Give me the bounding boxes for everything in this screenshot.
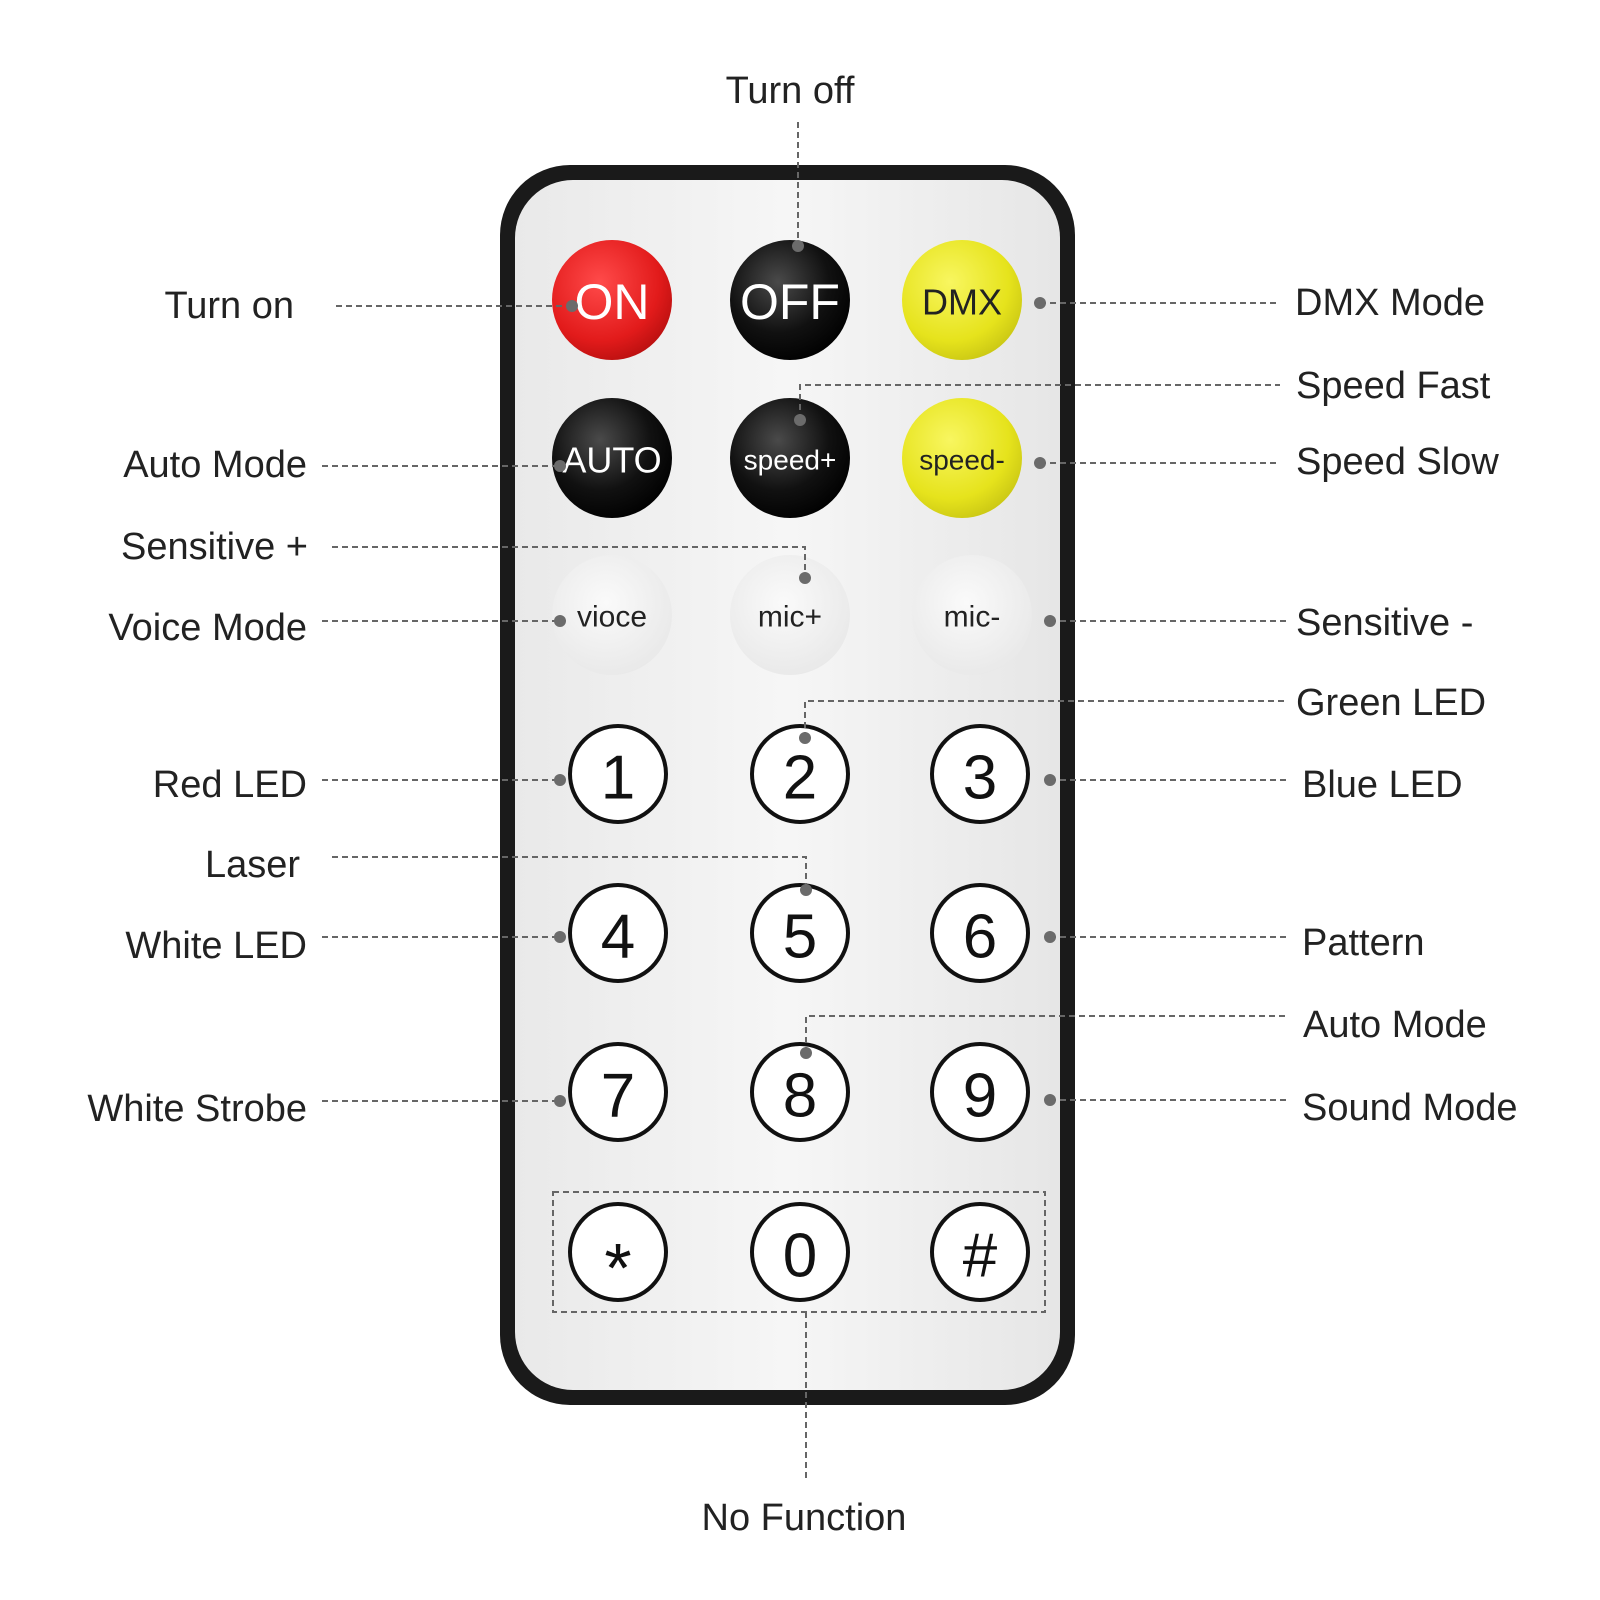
mic-minus-button-label: mic- [944, 601, 1001, 634]
off-button[interactable]: OFF [730, 240, 850, 360]
on-button[interactable]: ON [552, 240, 672, 360]
label-white-led: White LED [125, 925, 307, 967]
label-speed-fast: Speed Fast [1296, 365, 1491, 407]
auto-button[interactable]: AUTO [552, 398, 672, 518]
label-auto-mode-right: Auto Mode [1303, 1004, 1487, 1046]
label-sensitive-plus: Sensitive + [121, 526, 308, 568]
dmx-button-label: DMX [922, 282, 1002, 323]
label-white-strobe: White Strobe [87, 1088, 307, 1130]
voice-button-label: vioce [577, 601, 647, 634]
key-5-label: 5 [783, 903, 817, 972]
key-6-button[interactable]: 6 [930, 883, 1030, 983]
key-8-label: 8 [783, 1062, 817, 1131]
label-pattern: Pattern [1302, 922, 1425, 964]
label-turn-off: Turn off [726, 70, 855, 112]
label-auto-mode-left: Auto Mode [123, 444, 307, 486]
key-4-label: 4 [601, 903, 635, 972]
off-button-label: OFF [740, 274, 840, 330]
key-2-label: 2 [783, 744, 817, 813]
leader-lines [322, 122, 1290, 1478]
no-function-group-box [552, 1191, 1046, 1313]
mic-minus-button[interactable]: mic- [912, 555, 1032, 675]
on-button-label: ON [575, 274, 650, 330]
key-3-button[interactable]: 3 [930, 724, 1030, 824]
label-laser: Laser [205, 844, 300, 886]
speed-plus-button-label: speed+ [744, 445, 837, 476]
speed-plus-button[interactable]: speed+ [730, 398, 850, 518]
label-dmx-mode: DMX Mode [1295, 282, 1485, 324]
key-star-button[interactable]: * [568, 1202, 668, 1307]
key-hash-label: # [963, 1222, 998, 1291]
key-star-label: * [604, 1229, 631, 1307]
label-sound-mode: Sound Mode [1302, 1087, 1518, 1129]
key-6-label: 6 [963, 903, 997, 972]
key-7-label: 7 [601, 1062, 635, 1131]
label-voice-mode: Voice Mode [108, 607, 307, 649]
key-0-button[interactable]: 0 [750, 1202, 850, 1302]
auto-button-label: AUTO [562, 440, 661, 481]
label-speed-slow: Speed Slow [1296, 441, 1499, 483]
label-blue-led: Blue LED [1302, 764, 1463, 806]
label-turn-on: Turn on [164, 285, 294, 327]
mic-plus-button-label: mic+ [758, 601, 822, 634]
key-3-label: 3 [963, 744, 997, 813]
speed-minus-button-label: speed- [919, 445, 1005, 476]
mic-plus-button[interactable]: mic+ [730, 555, 850, 675]
speed-minus-button[interactable]: speed- [902, 398, 1022, 518]
key-7-button[interactable]: 7 [568, 1042, 668, 1142]
label-no-function: No Function [702, 1497, 907, 1539]
key-8-button[interactable]: 8 [750, 1042, 850, 1142]
key-9-button[interactable]: 9 [930, 1042, 1030, 1142]
key-4-button[interactable]: 4 [568, 883, 668, 983]
label-sensitive-minus: Sensitive - [1296, 602, 1473, 644]
key-1-button[interactable]: 1 [568, 724, 668, 824]
key-hash-button[interactable]: # [930, 1202, 1030, 1302]
key-1-label: 1 [601, 744, 635, 813]
dmx-button[interactable]: DMX [902, 240, 1022, 360]
label-green-led: Green LED [1296, 682, 1486, 724]
key-5-button[interactable]: 5 [750, 883, 850, 983]
voice-button[interactable]: vioce [552, 555, 672, 675]
key-2-button[interactable]: 2 [750, 724, 850, 824]
key-0-label: 0 [783, 1222, 817, 1291]
key-9-label: 9 [963, 1062, 997, 1131]
label-red-led: Red LED [153, 764, 307, 806]
